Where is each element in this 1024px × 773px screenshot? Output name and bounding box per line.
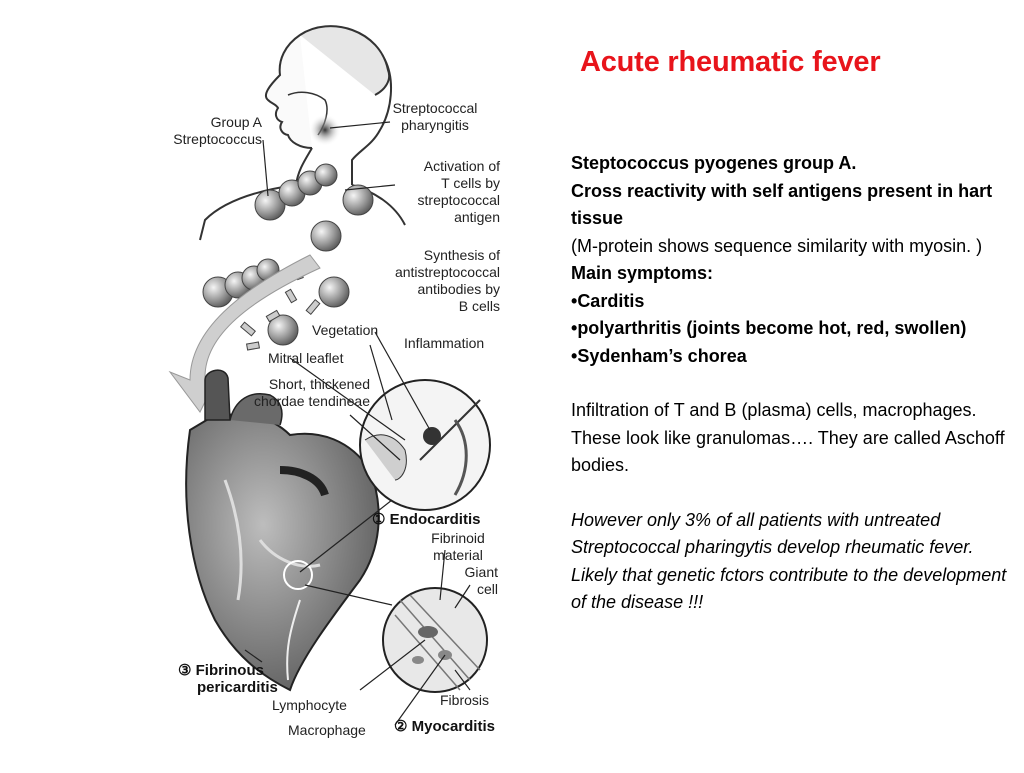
- throat-infection-mark: [309, 114, 341, 146]
- cross-reactivity-line: Cross reactivity with self antigens pres…: [571, 180, 993, 229]
- symptom-item: Sydenham’s chorea: [571, 343, 1011, 371]
- symptoms-heading: Main symptoms:: [571, 263, 714, 283]
- leader-lines: [244, 121, 471, 726]
- pathogenesis-illustration: [168, 25, 491, 726]
- heart: [185, 369, 380, 692]
- m-protein-note: (M-protein shows sequence similarity wit…: [571, 235, 983, 256]
- label-vegetation: Vegetation: [312, 322, 379, 338]
- head-profile: [199, 25, 406, 241]
- endocarditis-inset: [359, 379, 491, 511]
- myocarditis-inset: [382, 587, 488, 693]
- pathogen-line: Steptococcus pyogenes group A.: [571, 153, 857, 173]
- symptom-item: polyarthritis (joints become hot, red, s…: [571, 315, 1011, 343]
- slide-title: Acute rheumatic fever: [580, 46, 881, 78]
- incidence-paragraph: However only 3% of all patients with unt…: [571, 509, 1007, 613]
- symptom-item: Carditis: [571, 288, 1011, 316]
- label-endocarditis: ① Endocarditis: [372, 511, 481, 528]
- label-mitral-leaflet: Mitral leaflet: [268, 350, 344, 366]
- label-inflammation: Inflammation: [404, 335, 485, 351]
- label-myocarditis: ② Myocarditis: [394, 718, 495, 735]
- label-macrophage: Macrophage: [288, 722, 366, 738]
- aschoff-paragraph: Infiltration of T and B (plasma) cells, …: [571, 400, 1005, 475]
- streptococcus-chain: [202, 163, 374, 346]
- text-panel: Steptococcus pyogenes group A. Cross rea…: [571, 150, 1011, 617]
- label-fibrosis: Fibrosis: [440, 692, 490, 708]
- label-lymphocyte: Lymphocyte: [272, 697, 347, 713]
